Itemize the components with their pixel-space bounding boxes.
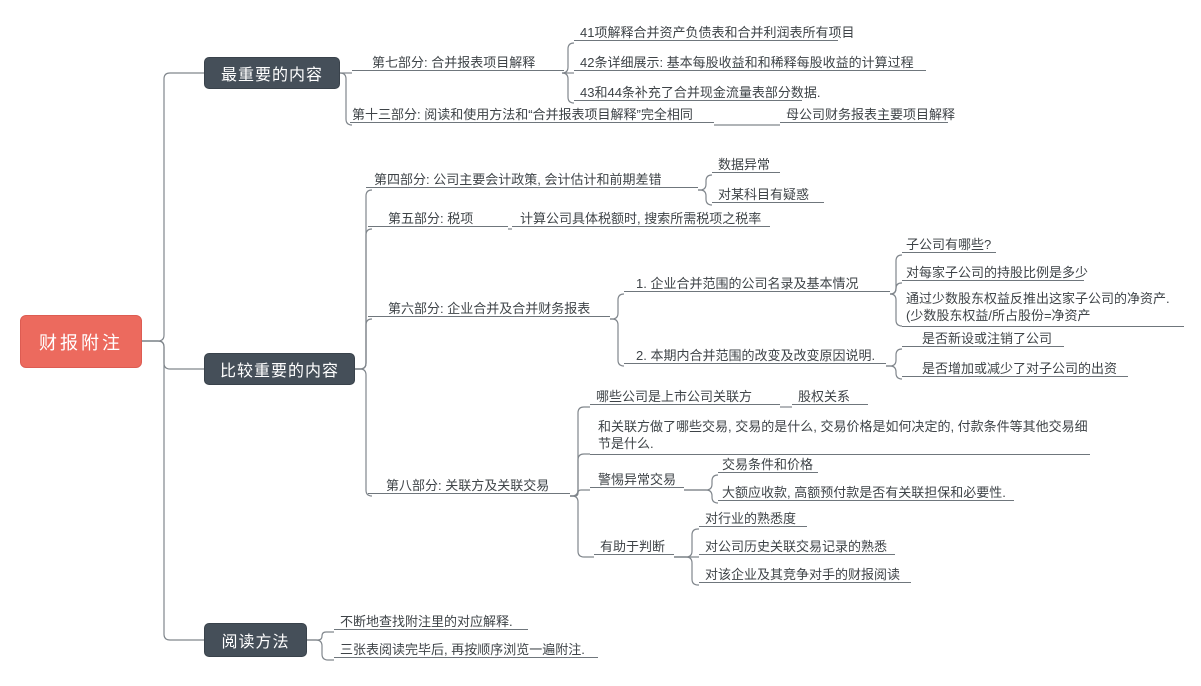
topic-industry-familiarity[interactable]: 对行业的熟悉度 [699, 511, 807, 527]
topic-merger-scope-change[interactable]: 2. 本期内合并范围的改变及改变原因说明. [624, 348, 886, 364]
topic-part7[interactable]: 第七部分: 合并报表项目解释 [352, 55, 564, 71]
connector [355, 368, 373, 497]
connector [570, 495, 594, 558]
connector [355, 318, 373, 370]
topic-line: 和关联方做了哪些交易, 交易的是什么, 交易价格是如何决定的, 付款条件等其他交… [598, 419, 1088, 434]
connector [339, 72, 353, 126]
branch-reading-method[interactable]: 阅读方法 [204, 623, 307, 657]
branch-fairly-important[interactable]: 比较重要的内容 [204, 353, 355, 385]
topic-new-or-deregistered[interactable]: 是否新设或注销了公司 [902, 331, 1064, 347]
topic-line: 通过少数股东权益反推出这家子公司的净资产. [906, 291, 1170, 306]
connector [610, 318, 625, 367]
connector [570, 489, 590, 497]
topic-part4[interactable]: 第四部分: 公司主要会计政策, 会计估计和前期差错 [366, 172, 698, 188]
branch-most-important[interactable]: 最重要的内容 [204, 57, 340, 89]
connector [610, 293, 625, 320]
connector [142, 72, 204, 342]
topic-part13[interactable]: 第十三部分: 阅读和使用方法和“合并报表项目解释”完全相同 [350, 107, 714, 123]
topic-data-anomaly[interactable]: 数据异常 [712, 157, 780, 173]
connector [561, 72, 575, 104]
topic-parent-company-items[interactable]: 母公司财务报表主要项目解释 [780, 107, 955, 123]
connector [698, 189, 713, 206]
topic-sequential-browse[interactable]: 三张表阅读完毕后, 再按顺序浏览一遍附注. [334, 642, 598, 658]
topic-part5[interactable]: 第五部分: 税项 [368, 211, 508, 227]
topic-part8[interactable]: 第八部分: 关联方及关联交易 [368, 478, 570, 494]
connector [355, 228, 373, 370]
connector [889, 293, 903, 327]
topic-terms-and-price[interactable]: 交易条件和价格 [718, 457, 818, 473]
topic-constant-lookup[interactable]: 不断地查找附注里的对应解释. [334, 614, 528, 630]
connector [674, 556, 699, 586]
connector [142, 340, 204, 641]
connector [886, 348, 903, 367]
topic-abnormal-transactions[interactable]: 警惕异常交易 [590, 472, 684, 488]
topic-item43-44[interactable]: 43和44条补充了合并现金流量表部分数据. [574, 85, 821, 101]
topic-history-familiarity[interactable]: 对公司历史关联交易记录的熟悉 [699, 539, 895, 555]
connector [684, 489, 719, 504]
topic-line: 节是什么. [598, 436, 654, 451]
topic-judgment-helpers[interactable]: 有助于判断 [594, 539, 674, 555]
connector [142, 340, 204, 370]
topic-item41[interactable]: 41项解释合并资产负债表和合并利润表所有项目 [574, 25, 854, 41]
topic-subsidiaries-which[interactable]: 子公司有哪些? [902, 237, 996, 253]
connector [674, 528, 699, 558]
connector [307, 639, 334, 661]
topic-account-doubt[interactable]: 对某科目有疑惑 [712, 187, 824, 203]
topic-part6[interactable]: 第六部分: 企业合并及合并财务报表 [368, 301, 610, 317]
topic-large-receivables[interactable]: 大额应收款, 高额预付款是否有关联担保和必要性. [718, 485, 1014, 501]
connector [886, 365, 903, 380]
connector [307, 631, 334, 641]
topic-item42[interactable]: 42条详细展示: 基本每股收益和和稀释每股收益的计算过程 [574, 55, 926, 71]
topic-related-transactions-detail[interactable]: 和关联方做了哪些交易, 交易的是什么, 交易价格是如何决定的, 付款条件等其他交… [590, 418, 1090, 455]
topic-line: (少数股东权益/所占股份=净资产 [906, 308, 1091, 323]
topic-shareholding-ratio[interactable]: 对每家子公司的持股比例是多少 [902, 265, 1088, 281]
connector [570, 406, 590, 497]
topic-tax-rate-search[interactable]: 计算公司具体税额时, 搜索所需税项之税率 [512, 211, 770, 227]
root-topic[interactable]: 财报附注 [20, 315, 142, 368]
topic-minority-interest-net-assets[interactable]: 通过少数股东权益反推出这家子公司的净资产. (少数股东权益/所占股份=净资产 [902, 290, 1184, 327]
topic-related-parties-which[interactable]: 哪些公司是上市公司关联方 [590, 389, 780, 405]
topic-investment-change[interactable]: 是否增加或减少了对子公司的出资 [902, 361, 1128, 377]
topic-equity-relationship[interactable]: 股权关系 [792, 389, 868, 405]
topic-competitor-reports[interactable]: 对该企业及其竞争对手的财报阅读 [699, 567, 911, 583]
connector [684, 474, 719, 491]
topic-merger-scope-list[interactable]: 1. 企业合并范围的公司名录及基本情况 [624, 276, 890, 292]
connector [698, 174, 713, 191]
